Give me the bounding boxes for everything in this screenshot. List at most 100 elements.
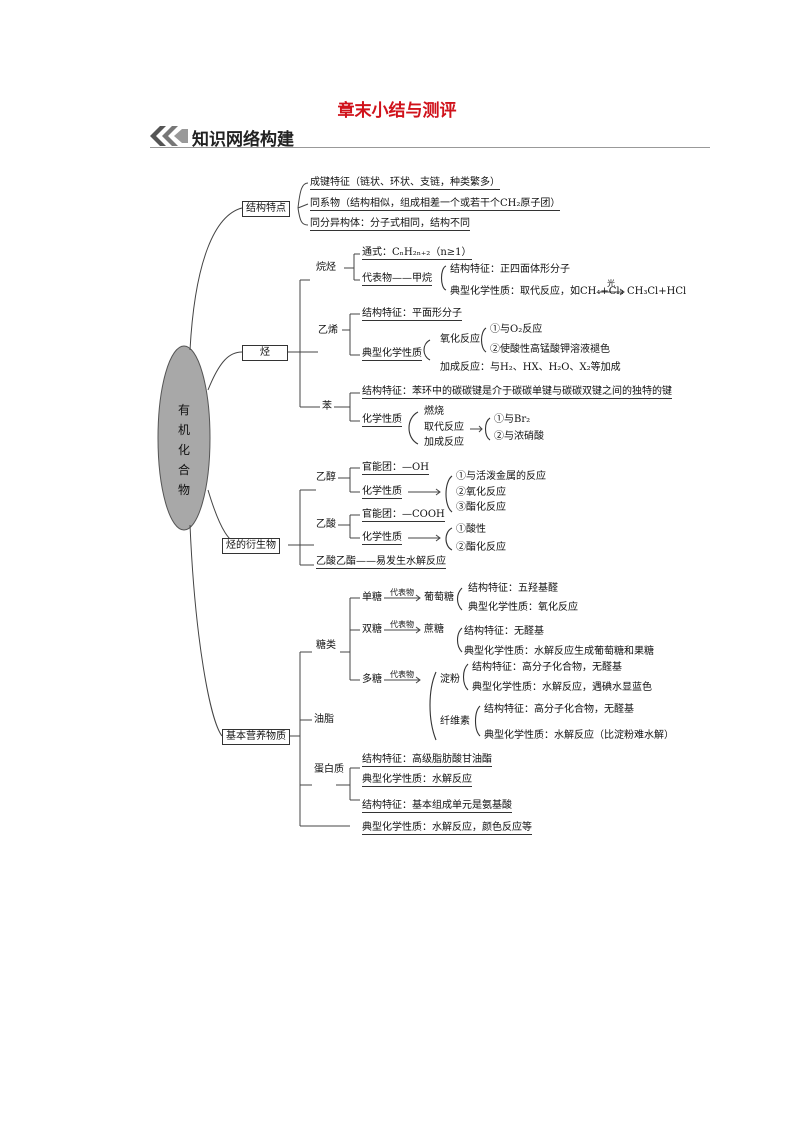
- ethanol-p2: ②氧化反应: [456, 487, 506, 498]
- arrow-ethanol: [408, 488, 441, 496]
- rep-di: 代表物: [390, 620, 414, 629]
- sucrose-structure: 结构特征：无醛基: [464, 626, 544, 637]
- acetic-property: 化学性质: [362, 532, 402, 545]
- glucose-structure: 结构特征：五羟基醛: [468, 583, 558, 594]
- link-benzene: [334, 392, 360, 422]
- ethene-label: 乙烯: [318, 325, 338, 336]
- benzene-structure: 结构特征：苯环中的碳碳键是介于碳碳单键与碳碳双键之间的独特的键: [362, 386, 672, 399]
- benzene-substitution: 取代反应: [424, 422, 464, 433]
- link-protein: [336, 767, 360, 801]
- node-structure: 结构特点: [242, 201, 290, 217]
- brace-alkane: [440, 265, 447, 291]
- brace-ethene-ox: [423, 339, 431, 361]
- brace-ethanol: [445, 475, 453, 513]
- link-ethanol: [338, 467, 360, 493]
- alkane-formula: 通式：CₙH₂ₙ₊₂（n≥1）: [362, 247, 472, 260]
- structure-bond: 成键特征（链状、环状、支链，种类繁多）: [310, 177, 500, 190]
- arrow-mono: [384, 594, 421, 602]
- alkane-rep: 代表物——甲烷: [362, 273, 432, 286]
- light-condition: 光: [607, 279, 615, 288]
- page-title: 章末小结与测评: [337, 101, 457, 121]
- link-hc-main: [288, 279, 320, 408]
- cellulose-property: 典型化学性质：水解反应（比淀粉难水解）: [484, 730, 674, 741]
- node-hydrocarbon: 烃: [242, 345, 288, 361]
- brace-benzene: [408, 411, 419, 445]
- hub-ellipse: [157, 345, 211, 531]
- brace-acetic: [445, 527, 453, 551]
- acetic-label: 乙酸: [316, 519, 336, 530]
- acetic-fg: 官能团：—COOH: [362, 509, 445, 522]
- benzene-combustion: 燃烧: [424, 406, 444, 417]
- brace-starch: [462, 663, 469, 691]
- ester-note: 乙酸乙酯——易发生水解反应: [316, 556, 446, 569]
- cellulose-structure: 结构特征：高分子化合物，无醛基: [484, 704, 634, 715]
- benzene-property: 化学性质: [362, 414, 402, 427]
- hub-char: 合: [177, 463, 190, 477]
- hub-char: 化: [177, 443, 190, 457]
- sucrose-label: 蔗糖: [424, 624, 444, 635]
- mono-label: 单糖: [362, 592, 382, 603]
- brace-cellulose: [474, 705, 481, 737]
- ethanol-fg: 官能团：—OH: [362, 462, 429, 475]
- link-nutrient-main: [288, 651, 350, 827]
- rep-mono: 代表物: [390, 588, 414, 597]
- ethanol-p1: ①与活泼金属的反应: [456, 471, 546, 482]
- poly-label: 多糖: [362, 674, 382, 685]
- alkane-product: CH₃Cl+HCl: [627, 286, 687, 297]
- fat-label: 油脂: [314, 714, 334, 725]
- brace-glucose: [456, 587, 463, 611]
- protein-fat-property: 典型化学性质：水解反应: [362, 774, 472, 787]
- di-label: 双糖: [362, 624, 382, 635]
- ethene-property: 典型化学性质: [362, 348, 422, 361]
- alkane-property: 典型化学性质：取代反应，如CH₄+Cl₂: [450, 286, 624, 297]
- link-hydrocarbon: [207, 351, 243, 391]
- ethanol-property: 化学性质: [362, 486, 402, 499]
- hub-char: 有: [177, 403, 190, 417]
- link-nutrient: [189, 524, 223, 737]
- sugar-label: 糖类: [316, 640, 336, 651]
- section-rule: [150, 147, 710, 148]
- ethanol-label: 乙醇: [316, 472, 336, 483]
- sucrose-property: 典型化学性质：水解反应生成葡萄糖和果糖: [464, 646, 654, 657]
- starch-structure: 结构特征：高分子化合物，无醛基: [472, 662, 622, 673]
- ethene-structure: 结构特征：平面形分子: [362, 308, 462, 321]
- brace-ethene-o: [480, 327, 487, 353]
- arrow-di: [384, 626, 421, 634]
- starch-label: 淀粉: [440, 674, 460, 685]
- benzene-label: 苯: [322, 401, 332, 412]
- rep-poly: 代表物: [390, 670, 414, 679]
- node-nutrient: 基本营养物质: [222, 729, 290, 745]
- glucose-property: 典型化学性质：氧化反应: [468, 602, 578, 613]
- protein-fat-structure: 结构特征：高级脂肪酸甘油酯: [362, 754, 492, 767]
- arrow-light: [600, 288, 625, 296]
- section-title: 知识网络构建: [192, 130, 294, 150]
- link-structure: [189, 207, 243, 351]
- ethanol-p3: ③酯化反应: [456, 502, 506, 513]
- benzene-sub-2: ②与浓硝酸: [494, 431, 544, 442]
- benzene-addition: 加成反应: [424, 437, 464, 448]
- ethene-oxidation: 氧化反应: [440, 334, 480, 345]
- structure-isomer: 同分异构体：分子式相同，结构不同: [310, 218, 470, 231]
- starch-property: 典型化学性质：水解反应，遇碘水显蓝色: [472, 682, 652, 693]
- structure-homolog: 同系物（结构相似，组成相差一个或若干个CH₂原子团）: [310, 198, 561, 211]
- hub-char: 物: [177, 483, 190, 497]
- section-header: 知识网络构建: [150, 124, 710, 150]
- link-ethene: [342, 313, 360, 356]
- brace-poly: [429, 671, 437, 741]
- arrow-poly: [384, 676, 421, 684]
- link-deriv-main: [288, 489, 316, 566]
- link-alkane: [344, 253, 360, 281]
- link-acetic: [338, 514, 360, 539]
- link-sugar: [340, 597, 360, 681]
- arrow-benzene-sub: [470, 425, 483, 433]
- chevron-decoration-icon: [150, 126, 188, 146]
- acetic-p1: ①酸性: [456, 524, 486, 535]
- glucose-label: 葡萄糖: [424, 592, 454, 603]
- alkane-structure: 结构特征：正四面体形分子: [450, 264, 570, 275]
- hub-char: 机: [177, 423, 190, 437]
- hub-label: 有 机 化 合 物: [170, 350, 198, 525]
- protein-structure: 结构特征：基本组成单元是氨基酸: [362, 800, 512, 813]
- acetic-p2: ②酯化反应: [456, 542, 506, 553]
- arrow-acetic: [408, 534, 441, 542]
- link-structure-bracket: [297, 182, 309, 226]
